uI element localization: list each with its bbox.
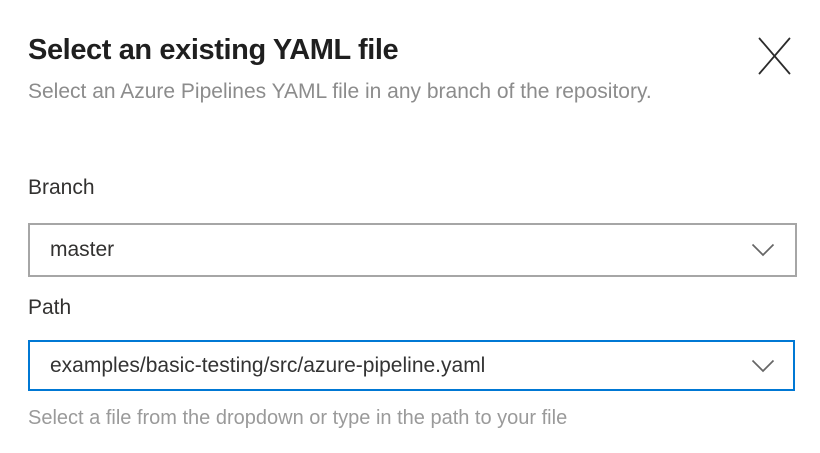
close-icon (758, 37, 791, 75)
dialog-subtitle: Select an Azure Pipelines YAML file in a… (28, 80, 652, 103)
branch-dropdown-value: master (50, 238, 115, 261)
path-combobox (28, 340, 795, 391)
path-label: Path (28, 296, 72, 319)
chevron-down-icon (751, 243, 775, 257)
branch-dropdown[interactable]: master (28, 223, 797, 277)
dialog-title: Select an existing YAML file (28, 34, 399, 66)
close-button[interactable] (750, 30, 798, 82)
branch-label: Branch (28, 176, 95, 199)
path-input[interactable] (28, 340, 795, 391)
path-helper-text: Select a file from the dropdown or type … (28, 407, 568, 429)
